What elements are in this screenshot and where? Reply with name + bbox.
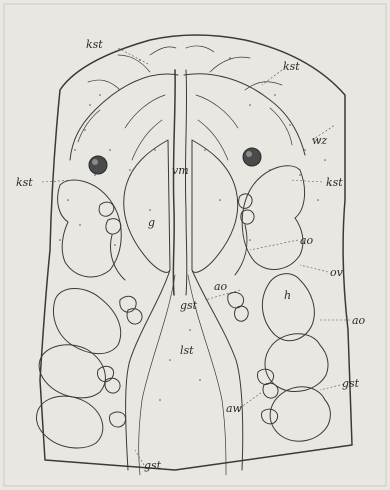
label-aw: aw [226, 402, 243, 415]
label-ov: ov [330, 266, 344, 279]
label-h: h [284, 289, 291, 302]
label-ao-upper-right: ao [300, 234, 314, 247]
label-ao-lower-right: ao [352, 314, 366, 327]
label-gst-center: gst [180, 299, 198, 312]
label-kst-right: kst [326, 176, 343, 189]
label-ao-center: ao [214, 280, 228, 293]
left-eye-highlight [92, 159, 98, 165]
label-gst-right: gst [342, 377, 360, 390]
label-gst-bottom: gst [144, 459, 162, 472]
label-wz: wz [312, 134, 327, 147]
label-kst-top-right: kst [283, 60, 300, 73]
label-vm: vm [172, 164, 189, 177]
right-eye-highlight [246, 151, 252, 157]
left-eye [89, 156, 107, 174]
label-g: g [148, 216, 155, 229]
label-kst-left: kst [16, 176, 33, 189]
right-eye [243, 148, 261, 166]
label-kst-top: kst [86, 38, 103, 51]
label-lst: lst [180, 344, 194, 357]
